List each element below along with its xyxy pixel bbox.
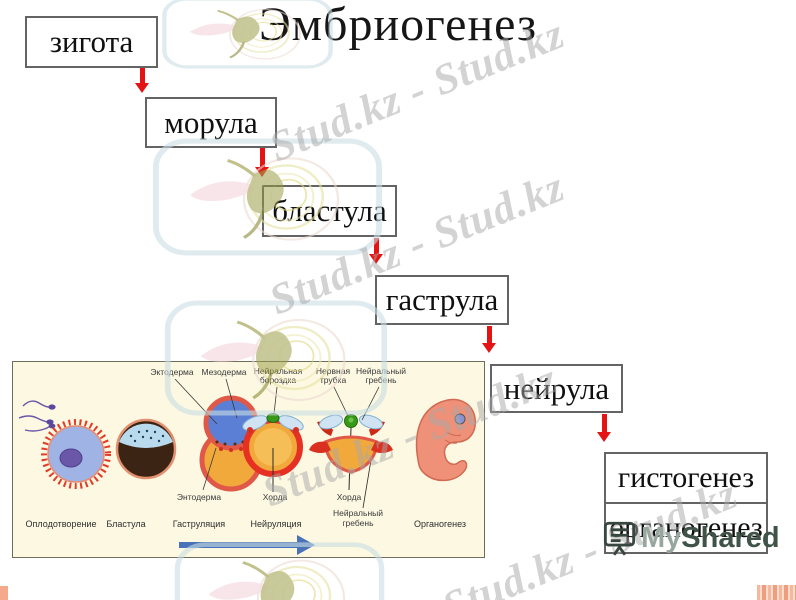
- corner-watermark-fragment-left: [0, 586, 8, 600]
- label-endoderm: Энтодерма: [177, 492, 221, 502]
- caption-organogenesis: Органогенез: [414, 519, 466, 529]
- label-chord-1: Хорда: [263, 492, 288, 502]
- myshared-logo-shared: Shared: [681, 522, 780, 554]
- stage-label-neurula: нейрула: [503, 370, 610, 406]
- embryo-illustration: [415, 398, 477, 482]
- caption-fertilization: Оплодотворение: [26, 519, 97, 529]
- presentation-screen-icon: [603, 521, 636, 556]
- flow-arrow-2: [255, 148, 269, 177]
- fertilization-illustration: [18, 400, 111, 489]
- stage-box-zygote: зигота: [25, 16, 158, 68]
- stage-box-neurula: нейрула: [490, 364, 623, 413]
- stage-label-histogenesis: гистогенез: [617, 461, 755, 494]
- label-neural-groove-line2: бороздка: [260, 375, 297, 385]
- timeline-arrow: [179, 535, 315, 555]
- stage-label-blastula: бластула: [272, 193, 387, 228]
- stage-label-morula: морула: [164, 104, 258, 140]
- stage-box-blastula: бластула: [262, 185, 397, 237]
- flow-arrow-1: [135, 68, 149, 93]
- label-chord-2: Хорда: [337, 492, 362, 502]
- stage-box-morula: морула: [145, 97, 277, 148]
- flow-arrow-3: [369, 238, 383, 264]
- stage-label-zygote: зигота: [49, 24, 134, 59]
- stage-row-histogenesis: гистогенез: [606, 454, 766, 504]
- label-ectoderm: Эктодерма: [150, 367, 194, 377]
- label-neural-crest-top-line2: гребень: [365, 375, 397, 385]
- embryo-development-illustration: Эктодерма Мезодерма Нейральная бороздка …: [18, 366, 477, 555]
- label-mesoderm: Мезодерма: [201, 367, 246, 377]
- neurula-late-illustration: [309, 414, 393, 509]
- corner-watermark-fragment-right: [757, 585, 796, 600]
- caption-gastrulation: Гаструляция: [173, 519, 226, 529]
- stage-box-gastrula: гаструла: [375, 275, 509, 325]
- flow-arrow-5: [597, 414, 611, 442]
- label-neural-tube-line2: трубка: [320, 375, 347, 385]
- label-neural-crest-bottom-line1: Нейральный: [333, 508, 383, 518]
- flow-arrow-4: [482, 326, 496, 353]
- caption-neurulation: Нейруляция: [251, 519, 302, 529]
- embryo-development-figure: Эктодерма Мезодерма Нейральная бороздка …: [12, 361, 485, 558]
- stage-label-gastrula: гаструла: [385, 282, 499, 317]
- label-neural-crest-bottom-line2: гребень: [342, 518, 374, 528]
- myshared-logo-my: My: [641, 522, 682, 554]
- caption-blastula: Бластула: [106, 519, 145, 529]
- neurula-early-illustration: [242, 413, 304, 492]
- blastula-illustration: [115, 418, 177, 480]
